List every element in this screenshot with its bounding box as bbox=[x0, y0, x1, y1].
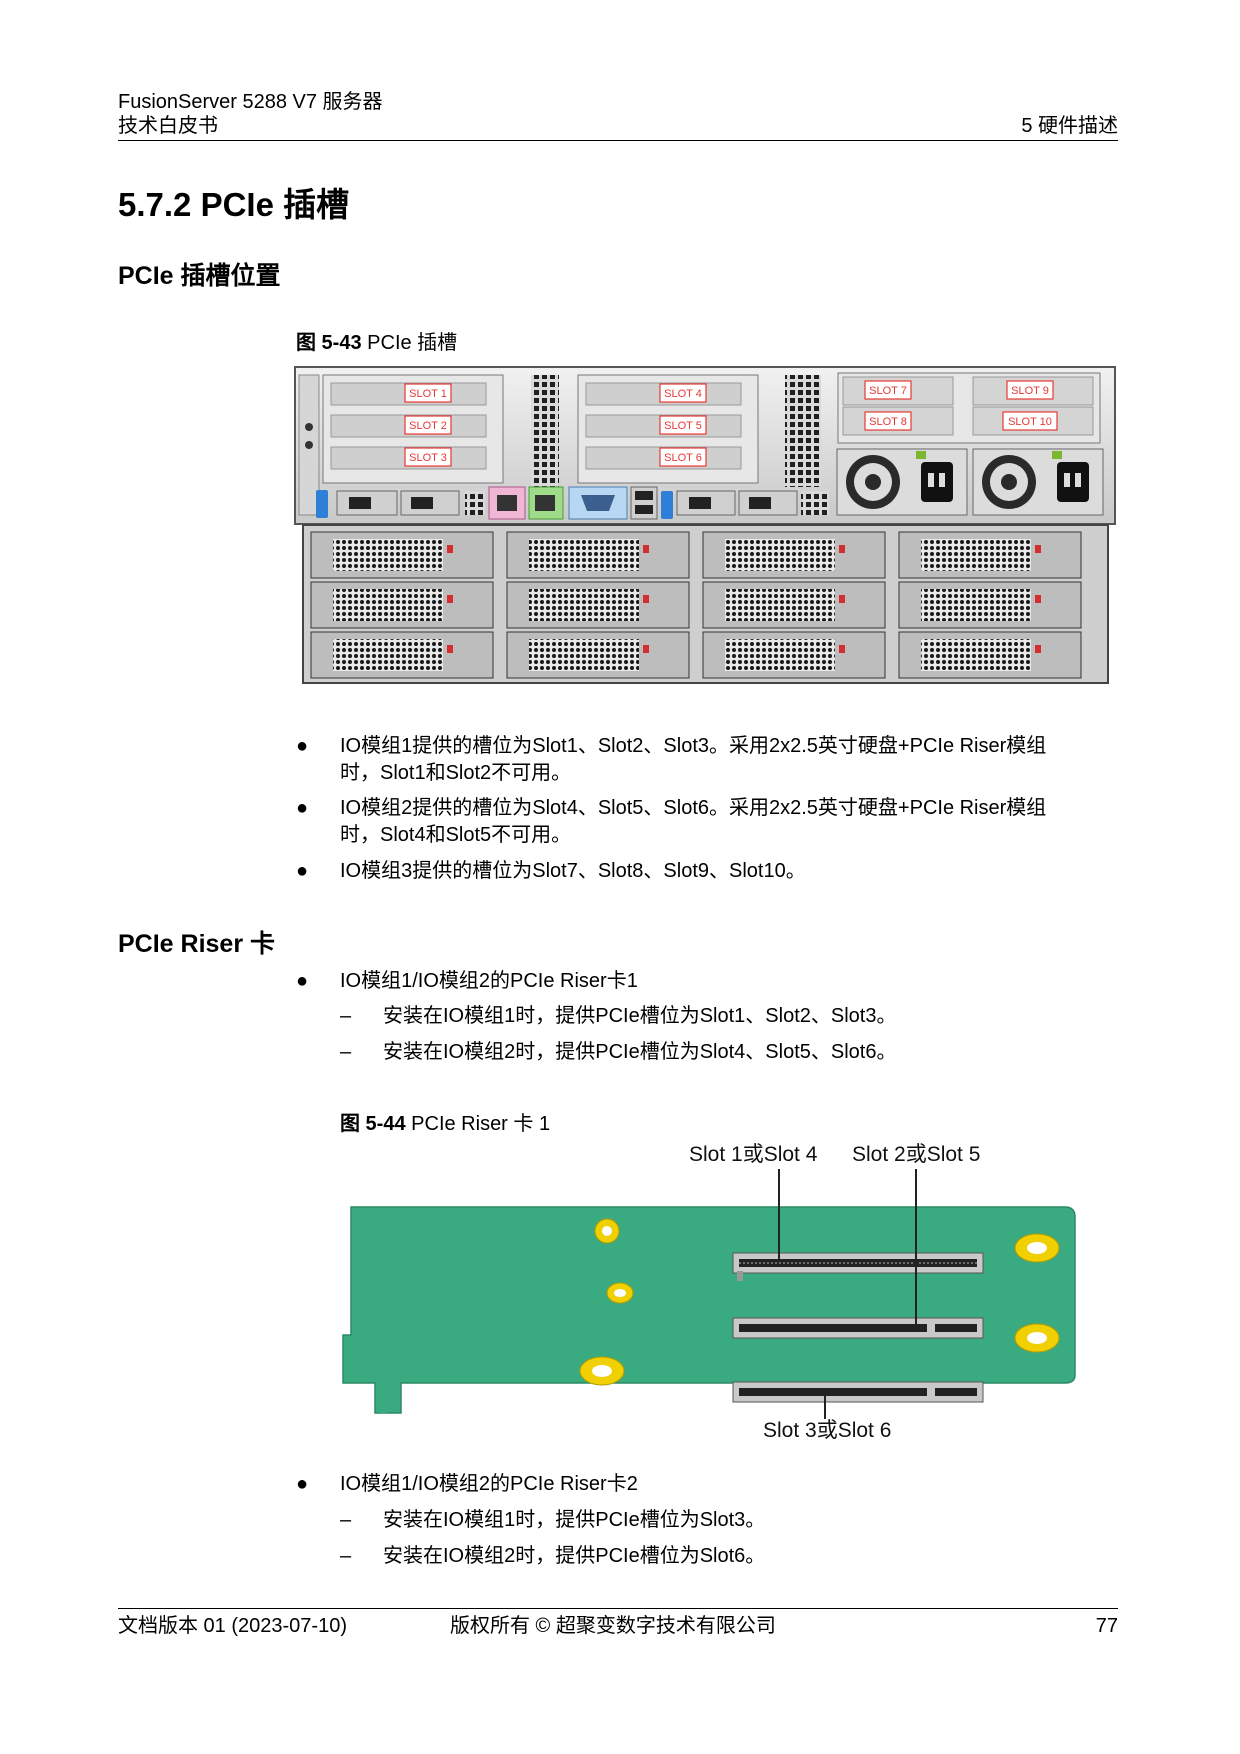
figure-label: 图 5-43 bbox=[296, 332, 362, 354]
bullet-dot: ● bbox=[296, 970, 309, 992]
blue-release-tab-mid bbox=[661, 491, 673, 519]
slot-bullet-3: IO模组3提供的槽位为Slot7、Slot8、Slot9、Slot10。 bbox=[340, 860, 806, 882]
slot-bullet-2: IO模组2提供的槽位为Slot4、Slot5、Slot6。采用2x2.5英寸硬盘… bbox=[340, 795, 1130, 849]
slot-bullet-1-line1: IO模组1提供的槽位为Slot1、Slot2、Slot3。采用2x2.5英寸硬盘… bbox=[340, 735, 1047, 757]
slot-label-4: SLOT 4 bbox=[659, 383, 707, 403]
header-product: FusionServer 5288 V7 服务器 bbox=[118, 91, 383, 113]
slot-label-10: SLOT 10 bbox=[1002, 411, 1058, 431]
figure-title: PCIe 插槽 bbox=[367, 332, 458, 354]
bullet-dot: ● bbox=[296, 1473, 309, 1495]
riser1-item-1: 安装在IO模组1时，提供PCIe槽位为Slot1、Slot2、Slot3。 bbox=[383, 1005, 897, 1027]
slot-label-8: SLOT 8 bbox=[864, 411, 912, 431]
slot-label-3: SLOT 3 bbox=[404, 447, 452, 467]
dash-marker: – bbox=[340, 1041, 352, 1063]
figure-title: PCIe Riser 卡 1 bbox=[411, 1113, 551, 1135]
svg-text:SLOT 4: SLOT 4 bbox=[664, 388, 702, 400]
slot-bullet-1: IO模组1提供的槽位为Slot1、Slot2、Slot3。采用2x2.5英寸硬盘… bbox=[340, 733, 1130, 787]
footer-page-number: 77 bbox=[1095, 1615, 1118, 1637]
slot-bullet-1-line2: 时，Slot1和Slot2不可用。 bbox=[340, 762, 572, 784]
riser2-item-2: 安装在IO模组2时，提供PCIe槽位为Slot6。 bbox=[383, 1545, 766, 1567]
server-rear-view-figure: SLOT 1 SLOT 2 SLOT 3 SLOT 4 SLOT 5 SLOT … bbox=[294, 366, 1116, 684]
callout-slot-2-or-5: Slot 2或Slot 5 bbox=[852, 1143, 980, 1166]
slot-bullet-2-line2: 时，Slot4和Slot5不可用。 bbox=[340, 824, 572, 846]
svg-text:SLOT 1: SLOT 1 bbox=[409, 388, 447, 400]
header-rule bbox=[118, 140, 1118, 141]
svg-text:SLOT 9: SLOT 9 bbox=[1011, 385, 1049, 397]
figure-caption-5-43: 图 5-43 PCIe 插槽 bbox=[296, 326, 457, 355]
footer-rule bbox=[118, 1608, 1118, 1609]
riser1-title: IO模组1/IO模组2的PCIe Riser卡1 bbox=[340, 970, 638, 992]
section-title: 5.7.2 PCIe 插槽 bbox=[118, 186, 350, 223]
slot-label-5: SLOT 5 bbox=[659, 415, 707, 435]
vent-grill-1 bbox=[531, 375, 559, 487]
dash-marker: – bbox=[340, 1545, 352, 1567]
riser2-item-1: 安装在IO模组1时，提供PCIe槽位为Slot3。 bbox=[383, 1509, 766, 1531]
bullet-dot: ● bbox=[296, 735, 309, 757]
svg-text:SLOT 2: SLOT 2 bbox=[409, 420, 447, 432]
vent-grill-2 bbox=[785, 375, 821, 487]
callout-slot-1-or-4: Slot 1或Slot 4 bbox=[689, 1143, 818, 1166]
dash-marker: – bbox=[340, 1005, 352, 1027]
slot-label-6: SLOT 6 bbox=[659, 447, 707, 467]
slot-label-9: SLOT 9 bbox=[1006, 380, 1054, 400]
bullet-dot: ● bbox=[296, 860, 309, 882]
callout-slot-3-or-6: Slot 3或Slot 6 bbox=[763, 1419, 891, 1442]
slot-label-2: SLOT 2 bbox=[404, 415, 452, 435]
bullet-dot: ● bbox=[296, 797, 309, 819]
slot-bullet-2-line1: IO模组2提供的槽位为Slot4、Slot5、Slot6。采用2x2.5英寸硬盘… bbox=[340, 797, 1047, 819]
svg-text:SLOT 8: SLOT 8 bbox=[869, 416, 907, 428]
svg-text:SLOT 10: SLOT 10 bbox=[1008, 416, 1052, 428]
svg-text:SLOT 6: SLOT 6 bbox=[664, 452, 702, 464]
svg-text:SLOT 3: SLOT 3 bbox=[409, 452, 447, 464]
svg-text:SLOT 7: SLOT 7 bbox=[869, 385, 907, 397]
header-doc-type: 技术白皮书 bbox=[118, 115, 218, 137]
footer-version: 文档版本 01 (2023-07-10) bbox=[118, 1615, 347, 1637]
figure-label: 图 5-44 bbox=[340, 1113, 406, 1135]
riser2-title: IO模组1/IO模组2的PCIe Riser卡2 bbox=[340, 1473, 638, 1495]
dash-marker: – bbox=[340, 1509, 352, 1531]
slot-label-1: SLOT 1 bbox=[404, 383, 452, 403]
network-port-green bbox=[528, 486, 564, 520]
svg-text:SLOT 5: SLOT 5 bbox=[664, 420, 702, 432]
figure-caption-5-44: 图 5-44 PCIe Riser 卡 1 bbox=[340, 1107, 550, 1136]
footer-copyright: 版权所有 © 超聚变数字技术有限公司 bbox=[450, 1615, 776, 1637]
header-chapter: 5 硬件描述 bbox=[1021, 115, 1118, 137]
riser-card-figure: Slot 1或Slot 4 Slot 2或Slot 5 Slot 3或Slot … bbox=[342, 1143, 1076, 1442]
blue-release-tab-left bbox=[316, 490, 328, 518]
subsection-title-riser: PCIe Riser 卡 bbox=[118, 930, 276, 958]
subsection-title-slot-location: PCIe 插槽位置 bbox=[118, 262, 281, 290]
drive-bays bbox=[310, 531, 1082, 679]
slot-label-7: SLOT 7 bbox=[864, 380, 912, 400]
riser1-item-2: 安装在IO模组2时，提供PCIe槽位为Slot4、Slot5、Slot6。 bbox=[383, 1041, 897, 1063]
